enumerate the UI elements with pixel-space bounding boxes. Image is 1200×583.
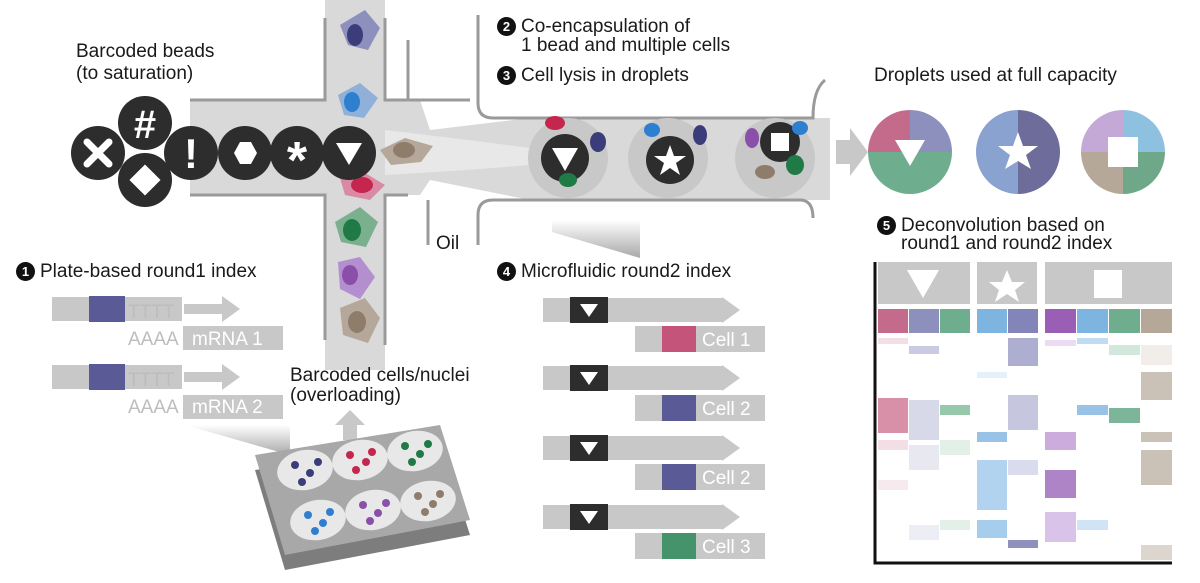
round2-constructs: Cell 1 Cell 2 Cell 2 Cell [543,297,765,559]
step1-marker: 1 [16,262,35,281]
square-icon [1108,137,1138,167]
cell-color-swatch [662,533,696,559]
cell-color-swatch [662,395,696,421]
round2-row-4: Cell 3 [543,504,765,559]
mrna2-label: mRNA 2 [192,397,263,418]
exclamation-icon: ! [184,130,198,177]
cell-violet [338,257,375,299]
cell-color-swatch [662,326,696,352]
barcoded-beads-label: Barcoded beads [76,41,215,62]
bead-exclamation [164,126,218,180]
tttt-text: TTTT [128,370,175,391]
droplets-full-capacity-label: Droplets used at full capacity [874,65,1117,86]
step2-label-line2: 1 bead and multiple cells [521,35,731,56]
cell-blue [338,83,378,118]
star-icon [998,132,1038,169]
overloading-label: (overloading) [290,385,401,406]
oil-label: Oil [436,233,460,254]
full-capacity-droplets [868,110,1165,194]
aaaa-text: AAAA [128,397,179,418]
round2-row-3: Cell 2 [543,435,765,490]
square-icon [771,133,789,151]
hash-icon: # [134,103,156,147]
square-icon [1094,270,1122,298]
bead-asterisk [270,126,324,180]
cell-label: Cell 3 [702,537,751,558]
tttt-text: TTTT [128,302,175,323]
droplets-in-channel [528,116,815,198]
cross-icon [83,138,113,168]
deconvolution-heatmap [873,262,1172,565]
barcoded-cells-label: Barcoded cells/nuclei [290,365,470,386]
star-icon [654,145,686,175]
round1-constructs: TTTT AAAA mRNA 1 TTTT AAAA mRNA 2 [52,296,283,419]
triangle-icon [336,143,362,165]
cell-label: Cell 2 [702,399,751,420]
cell-green [335,207,378,247]
bead-hash [118,96,172,150]
triangle-icon [907,270,939,298]
barcoded-beads: # ! * [71,96,376,207]
cell-tan [380,138,433,165]
triangle-icon [895,140,925,166]
cell-color-swatch [662,464,696,490]
diamond-icon [129,164,161,196]
step2-marker: 2 [497,17,516,36]
triangle-icon [552,148,578,171]
aaaa-text: AAAA [128,329,179,350]
mrna1-label: mRNA 1 [192,329,263,350]
hexagon-icon [234,142,257,164]
step3-marker: 3 [497,66,516,85]
triangle-icon [580,372,598,385]
round2-row-1: Cell 1 [543,297,765,352]
up-arrow-icon [335,410,365,440]
right-arrow-icon [836,128,868,176]
cell-purple [340,10,380,50]
step5-marker: 5 [877,216,896,235]
step4-marker: 4 [497,262,516,281]
step5-label-line2: round1 and round2 index [901,233,1113,254]
cell-label: Cell 2 [702,468,751,489]
round2-row-2: Cell 2 [543,365,765,421]
well-plate [255,425,470,570]
cell-tan [340,298,380,343]
triangle-icon [580,511,598,524]
triangle-icon [580,304,598,317]
zoom-wedge [185,425,290,455]
cell-label: Cell 1 [702,330,751,351]
zoom-wedge [552,220,640,258]
to-saturation-label: (to saturation) [76,63,194,84]
cell-stream [335,10,433,343]
asterisk-icon: * [287,132,308,190]
triangle-icon [580,442,598,455]
star-icon [989,270,1025,302]
